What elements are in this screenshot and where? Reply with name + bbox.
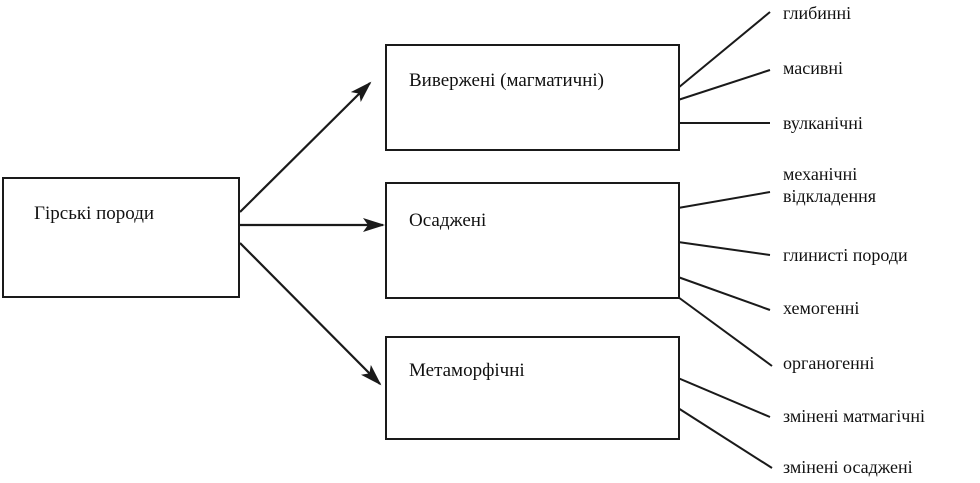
leaf-zmineni-osadzheni: змінені осаджені bbox=[783, 457, 913, 477]
branch-orhanohenni bbox=[677, 296, 773, 367]
osadzheni-box: Осадженi bbox=[385, 182, 680, 299]
branch-zmineni-osadzheni bbox=[677, 407, 773, 469]
branch-zmineni-matmahichni bbox=[677, 377, 771, 418]
vyverzheni-label: Виверженi (магматичнi) bbox=[409, 70, 604, 91]
osadzheni-label: Осадженi bbox=[409, 210, 487, 231]
vyverzheni-box: Виверженi (магматичнi) bbox=[385, 44, 680, 151]
leaf-vulkanichni: вулканічні bbox=[783, 113, 863, 133]
root-box: Гірські породи bbox=[2, 177, 240, 298]
metamorfichni-label: Метаморфічні bbox=[409, 360, 525, 381]
leaf-zmineni-matmahichni: змінені матмагічні bbox=[783, 406, 925, 426]
root-label: Гірські породи bbox=[34, 203, 155, 224]
branch-masyvni bbox=[677, 69, 771, 101]
leaf-mekhanichni-line2: відкладення bbox=[783, 186, 877, 206]
branch-hlybynni bbox=[677, 11, 771, 89]
leaf-hlynysti: глинисті породи bbox=[783, 245, 908, 265]
branch-khemohenni bbox=[677, 276, 771, 311]
leaf-masyvni: масивні bbox=[783, 58, 844, 78]
leaf-orhanohenni: органогенні bbox=[783, 353, 875, 373]
branch-mekhanichni bbox=[677, 191, 771, 209]
arrow-to-metamorfichni bbox=[239, 242, 382, 386]
leaf-hlybynni: глибинні bbox=[783, 3, 852, 23]
leaf-khemohenni: хемогенні bbox=[783, 298, 860, 318]
metamorfichni-box: Метаморфічні bbox=[385, 336, 680, 440]
arrow-to-vyverzheni bbox=[239, 81, 372, 213]
leaf-mekhanichni-line1: механічні bbox=[783, 164, 858, 184]
branch-hlynysti bbox=[677, 241, 771, 256]
